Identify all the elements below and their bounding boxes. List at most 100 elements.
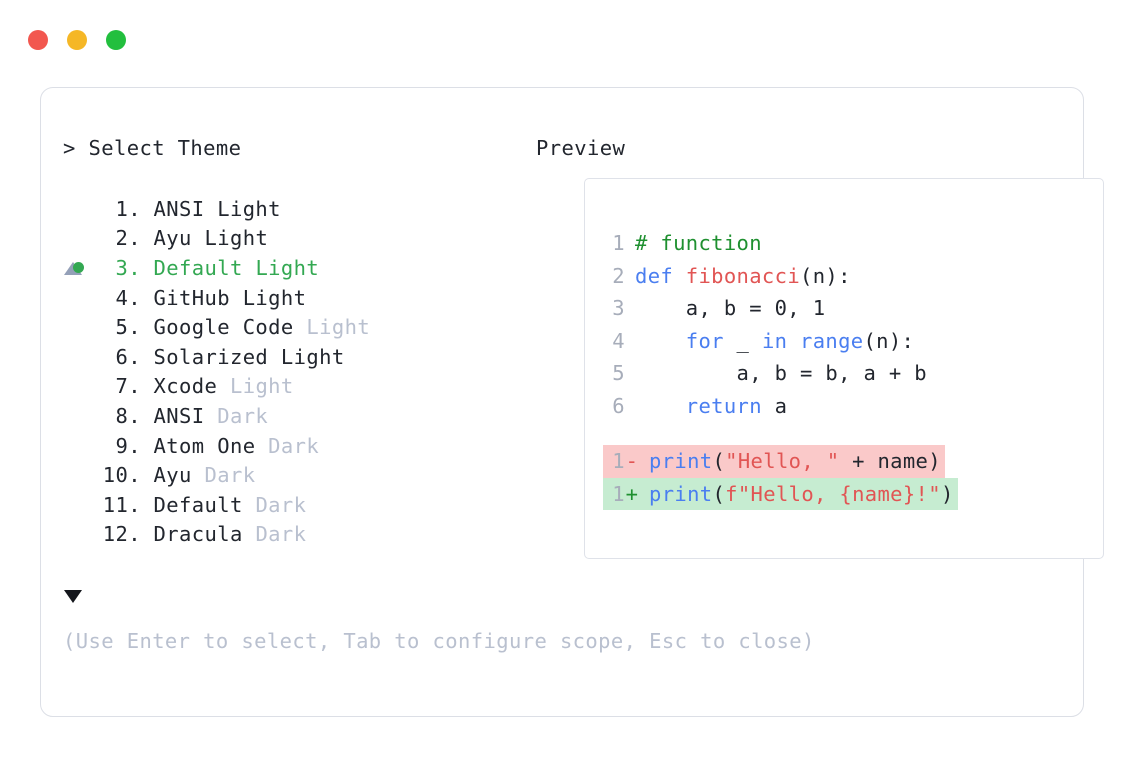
- preview-title: Preview: [536, 136, 626, 160]
- code-token: (n):: [800, 263, 851, 288]
- theme-list-item[interactable]: 10.Ayu Dark: [63, 460, 533, 490]
- theme-list-item[interactable]: 3. Default Light: [63, 253, 533, 283]
- code-line-number: 1: [612, 231, 625, 255]
- theme-item-name: Google Code: [153, 315, 294, 340]
- code-token: a, b = b, a + b: [635, 361, 927, 386]
- theme-list-item[interactable]: 11.Default Dark: [63, 490, 533, 520]
- code-token: (n):: [863, 328, 915, 353]
- theme-item-name: ANSI: [153, 196, 205, 221]
- theme-list-item[interactable]: 8.ANSI Dark: [63, 401, 533, 431]
- diff-line-number: 1: [612, 481, 625, 506]
- select-theme-prompt: > Select Theme: [63, 136, 242, 160]
- theme-item-variant: Light: [191, 226, 269, 251]
- code-line: 6 return a: [603, 390, 927, 423]
- minimize-window-button[interactable]: [67, 30, 87, 50]
- theme-item-index: 10.: [102, 463, 141, 488]
- code-token: (: [712, 481, 726, 506]
- diff-line-removed: 1-print("Hello, " + name): [603, 445, 945, 478]
- zoom-window-button[interactable]: [106, 30, 126, 50]
- diff-line-content: print("Hello, " + name): [649, 445, 945, 478]
- theme-item-variant: Light: [229, 285, 307, 310]
- code-token: fibonacci: [685, 263, 801, 288]
- code-line: 5 a, b = b, a + b: [603, 357, 927, 390]
- theme-item-index: 6.: [102, 344, 141, 369]
- theme-item-index: 7.: [102, 374, 141, 399]
- theme-list-item[interactable]: 2.Ayu Light: [63, 224, 533, 254]
- code-token: in range: [761, 328, 864, 353]
- code-token: [635, 329, 686, 353]
- code-line: 1 # function: [603, 227, 927, 260]
- theme-item-index: 8.: [102, 403, 141, 428]
- keyboard-hint: (Use Enter to select, Tab to configure s…: [63, 629, 815, 653]
- theme-item-variant: Light: [268, 344, 345, 369]
- code-line-number: 6: [612, 393, 625, 418]
- code-token: [635, 394, 686, 418]
- code-token: # function: [635, 231, 762, 255]
- theme-item-variant: Dark: [191, 463, 256, 488]
- diff-sign: +: [625, 481, 639, 506]
- selected-bullet-icon: [72, 262, 84, 274]
- code-line-number: 4: [612, 328, 625, 353]
- diff-line-content: print(f"Hello, {name}!"): [649, 478, 958, 511]
- code-token: a: [761, 393, 788, 418]
- theme-list[interactable]: 1.ANSI Light 2.Ayu Light 3. Default Light…: [63, 194, 533, 549]
- code-line: 4 for _ in range(n):: [603, 325, 927, 358]
- code-diff-sample: 1-print("Hello, " + name)1+print(f"Hello…: [603, 445, 958, 511]
- theme-item-index: 2.: [102, 226, 141, 251]
- code-token: f"Hello, {name}!": [725, 481, 941, 506]
- theme-item-name: GitHub: [153, 285, 230, 310]
- theme-list-item[interactable]: 7. Xcode Light: [63, 372, 533, 402]
- theme-item-variant: Dark: [242, 522, 307, 547]
- code-line-number: 3: [612, 296, 625, 321]
- theme-item-variant: Light: [293, 315, 371, 340]
- diff-line-added: 1+ print(f"Hello, {name}!"): [603, 477, 958, 511]
- theme-list-item[interactable]: 9.Atom One Dark: [63, 431, 533, 461]
- code-token: + name): [839, 449, 941, 473]
- theme-item-index: 9.: [102, 433, 141, 458]
- scroll-down-icon[interactable]: [64, 590, 82, 603]
- theme-item-name: Default: [153, 492, 243, 517]
- code-token: (: [712, 449, 726, 473]
- theme-selector-panel: > Select Theme 1.ANSI Light 2.Ayu Light …: [40, 87, 1104, 717]
- theme-item-variant: Dark: [255, 433, 320, 458]
- code-line-number: 2: [612, 263, 625, 288]
- diff-line-number: 1: [612, 449, 625, 473]
- theme-list-item[interactable]: 12. Dracula Dark: [63, 520, 533, 550]
- theme-item-name: Dracula: [153, 522, 243, 547]
- theme-item-name: Solarized: [153, 344, 269, 369]
- code-line-number: 5: [612, 361, 625, 386]
- theme-item-variant: Light: [204, 196, 281, 221]
- close-window-button[interactable]: [28, 30, 48, 50]
- code-line-content: a, b = 0, 1: [635, 292, 825, 325]
- theme-item-variant: Light: [242, 255, 320, 280]
- code-token: "Hello, ": [725, 449, 840, 473]
- theme-list-item[interactable]: 6. Solarized Light: [63, 342, 533, 372]
- diff-sign: -: [625, 449, 639, 473]
- code-token: ): [940, 481, 954, 506]
- code-token: print: [649, 481, 713, 506]
- theme-item-name: Xcode: [153, 374, 218, 399]
- code-token: print: [649, 449, 713, 473]
- theme-list-item[interactable]: 5. Google Code Light: [63, 312, 533, 342]
- selection-indicator: [63, 262, 93, 274]
- theme-item-index: 4.: [102, 285, 141, 310]
- theme-item-index: 5.: [102, 315, 141, 340]
- theme-item-index: 3.: [102, 255, 141, 280]
- code-token: for: [685, 328, 724, 353]
- code-token: a, b = 0, 1: [635, 296, 826, 321]
- theme-list-item[interactable]: 4. GitHub Light: [63, 283, 533, 313]
- window-titlebar: [28, 30, 126, 50]
- theme-item-variant: Light: [217, 374, 294, 399]
- theme-item-index: 11.: [102, 492, 141, 517]
- theme-list-item[interactable]: 1.ANSI Light: [63, 194, 533, 224]
- code-token: return: [685, 393, 762, 418]
- code-line-content: return a: [635, 390, 787, 423]
- theme-item-index: 12.: [102, 522, 141, 547]
- theme-item-name: Default: [153, 255, 243, 280]
- code-line: 3 a, b = 0, 1: [603, 292, 927, 325]
